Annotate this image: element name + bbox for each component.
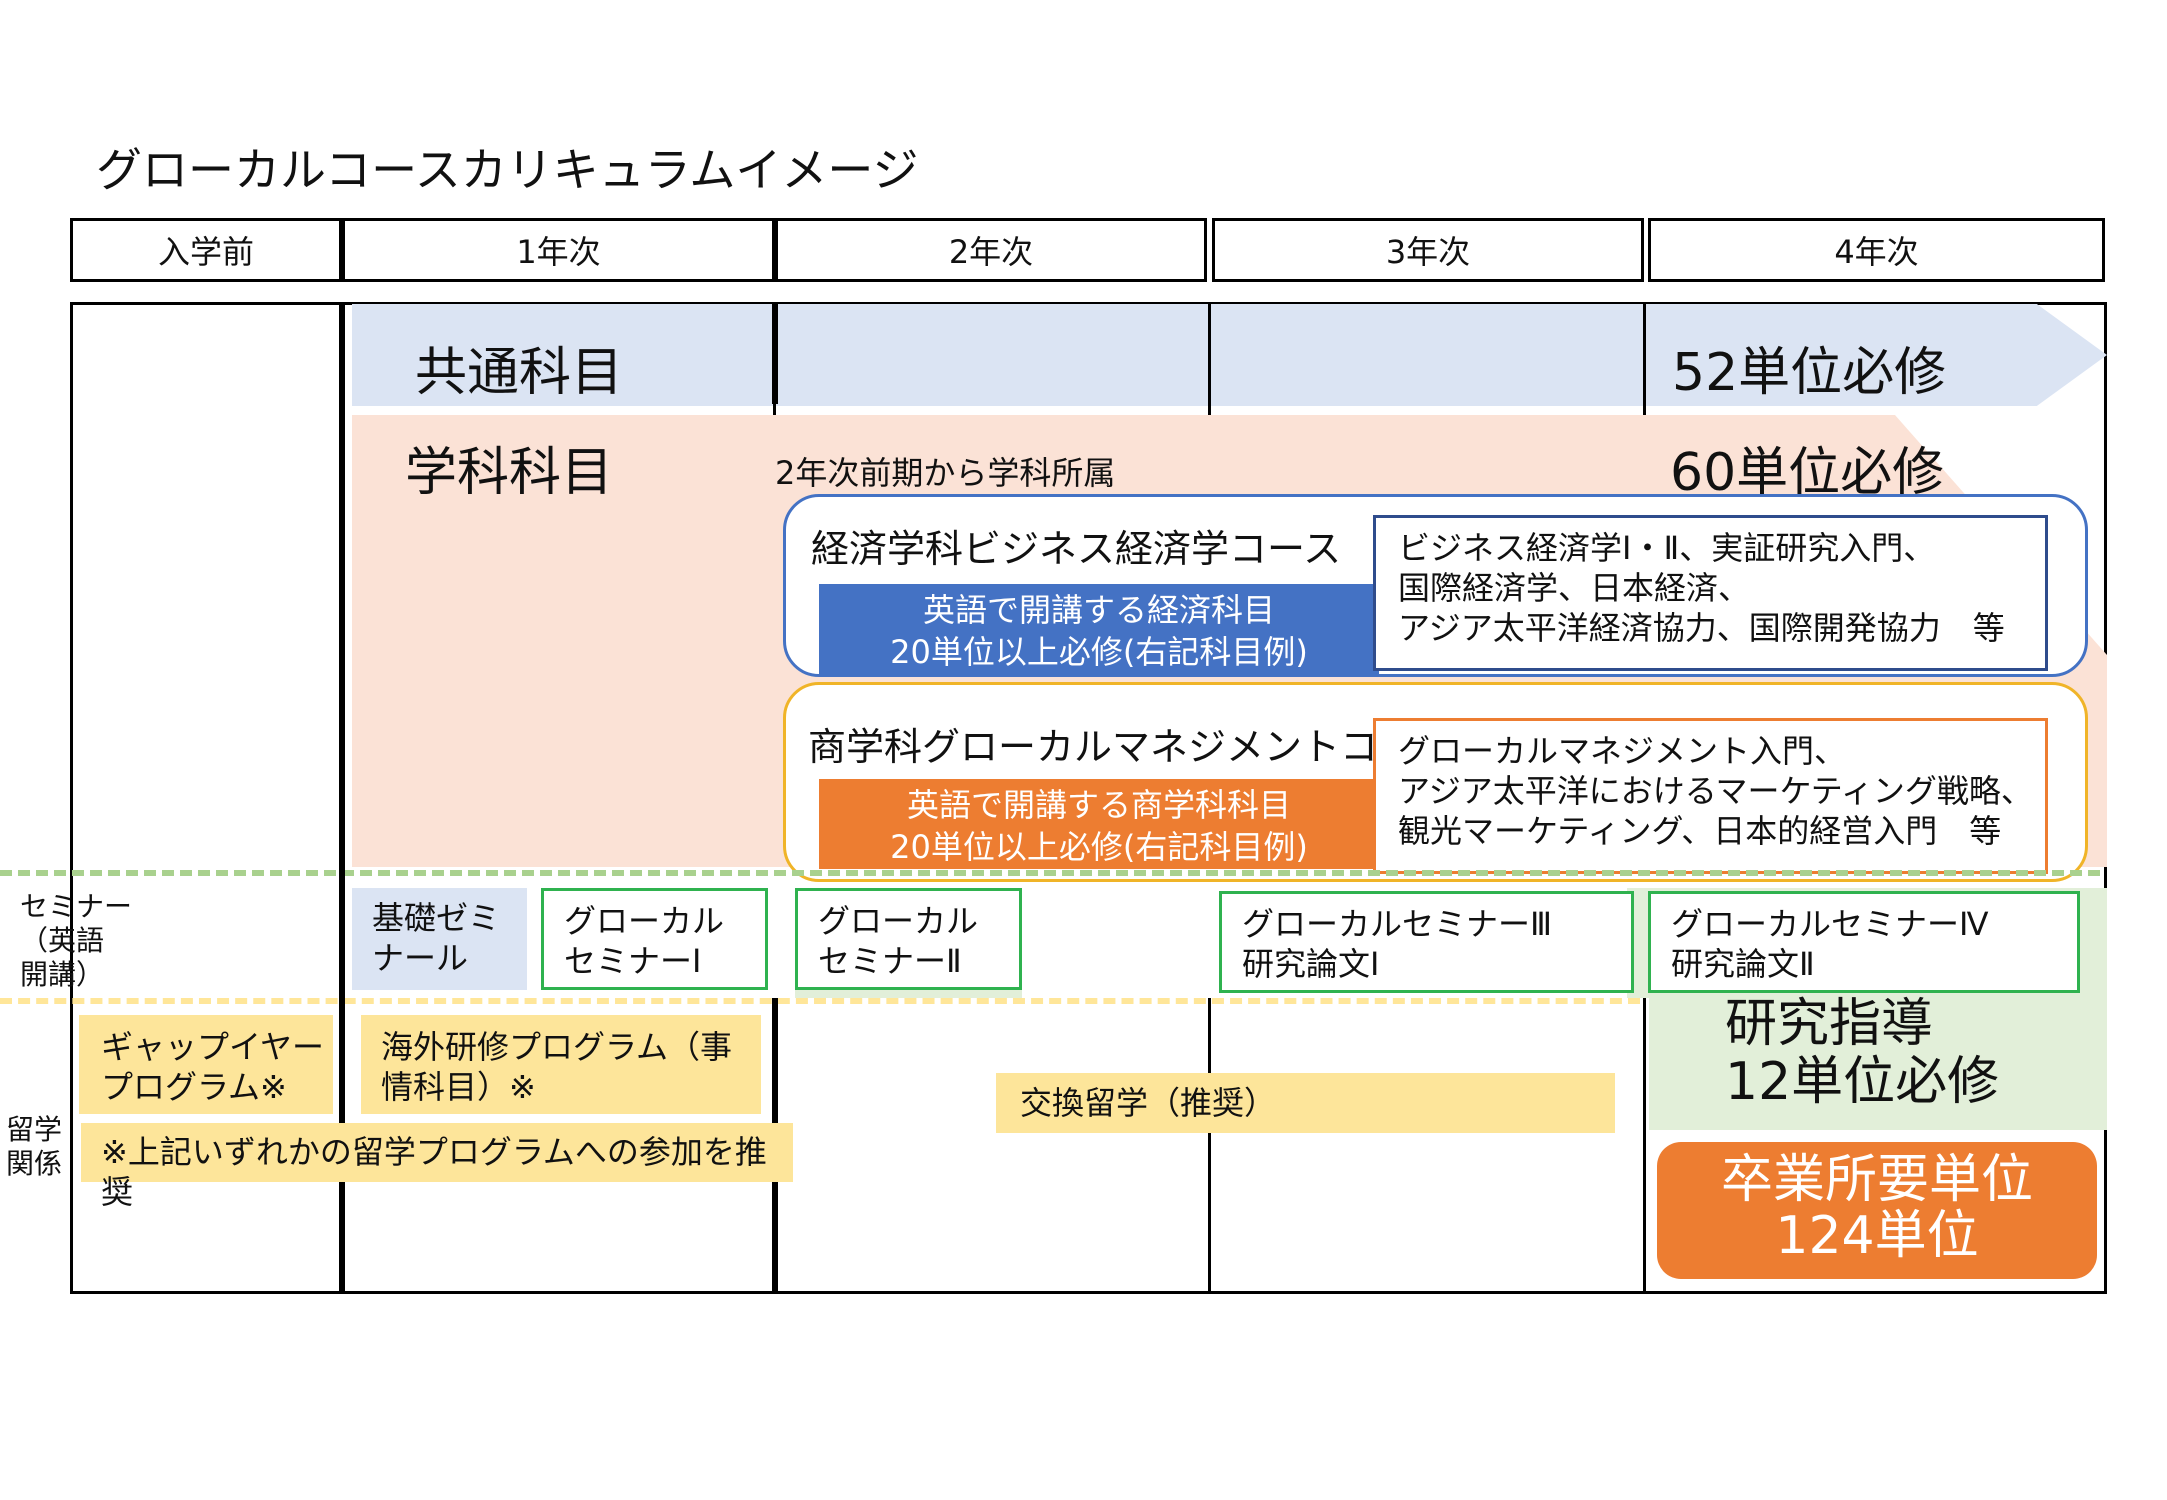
economics-subjects-line1: ビジネス経済学Ⅰ・Ⅱ、実証研究入門、 [1398,529,1936,567]
year-header-3: 3年次 [1212,218,1644,282]
seminar3-line1: グローカルセミナーⅢ [1242,905,1553,943]
glocal-seminar-4-box: グローカルセミナーⅣ 研究論文Ⅱ [1648,891,2080,993]
gap-year-program: ギャップイヤー プログラム※ [79,1015,333,1114]
gap-year-line1: ギャップイヤー [101,1028,325,1066]
commerce-subjects-line2: アジア太平洋におけるマーケティング戦略、 [1398,772,2033,810]
common-subjects-units: 52単位必修 [1672,343,1947,403]
divider-2-3-notch [1208,400,1211,415]
economics-english-requirement: 英語で開講する経済科目 20単位以上必修(右記科目例) [819,584,1379,674]
common-subjects-arrow [352,304,2107,406]
seminar-row-label: セミナー （英語 開講） [20,890,132,992]
year-header-2: 2年次 [775,218,1207,282]
exchange-study-program: 交換留学（推奨） [996,1073,1615,1133]
seminar-label-line3: 開講） [20,958,105,991]
seminar2-line2: セミナーⅡ [818,942,962,980]
commerce-subjects-line1: グローカルマネジメント入門、 [1398,732,1847,770]
overseas-training-program: 海外研修プログラム（事 情科目）※ [361,1015,761,1114]
economics-subject-examples: ビジネス経済学Ⅰ・Ⅱ、実証研究入門、 国際経済学、日本経済、 アジア太平洋経済協… [1373,515,2048,671]
divider-3-4-top [1643,302,1646,404]
seminar1-line2: セミナーⅠ [564,942,702,980]
gap-year-line2: プログラム※ [101,1068,287,1106]
commerce-subjects-line3: 観光マーケティング、日本的経営入門 等 [1398,812,2002,850]
economics-band-line1: 英語で開講する経済科目 [922,591,1275,629]
divider-3-4-bottom [1643,998,1646,1294]
economics-subjects-line3: アジア太平洋経済協力、国際開発協力 等 [1398,609,2005,647]
common-subjects-label: 共通科目 [415,343,624,403]
page-title: グローカルコースカリキュラムイメージ [96,143,919,197]
divider-1-2-notch [773,400,776,415]
basic-seminar-box: 基礎ゼミ ナール [352,888,527,990]
divider-3-4-notch [1643,400,1646,415]
seminar3-line2: 研究論文Ⅰ [1242,945,1380,983]
study-abroad-recommendation-note: ※上記いずれかの留学プログラムへの参加を推奨 [81,1123,793,1211]
commerce-band-line2: 20単位以上必修(右記科目例) [890,828,1308,866]
seminar1-line1: グローカル [564,902,725,940]
year-header-pre: 入学前 [70,218,342,282]
graduation-line2: 124単位 [1775,1206,1979,1266]
divider-1-2-top [772,302,778,404]
commerce-band-line1: 英語で開講する商学科科目 [906,786,1291,824]
department-subjects-label: 学科科目 [405,443,614,503]
seminar4-line2: 研究論文Ⅱ [1671,945,1815,983]
research-line1: 研究指導 [1725,994,1934,1054]
abroad-label-line2: 関係 [6,1147,63,1180]
economics-course-title: 経済学科ビジネス経済学コース [811,527,1342,571]
research-line2: 12単位必修 [1725,1052,2000,1112]
year-header-1: 1年次 [342,218,775,282]
seminar-label-line2: （英語 [20,924,105,957]
basic-seminar-line1: 基礎ゼミ [372,899,501,937]
year-header-4: 4年次 [1648,218,2105,282]
divider-2-3-bottom [1208,998,1211,1294]
divider-pre-1 [339,302,345,1294]
commerce-course-title: 商学科グローカルマネジメントコース [808,725,1453,769]
glocal-seminar-2-box: グローカル セミナーⅡ [795,888,1022,990]
economics-subjects-line2: 国際経済学、日本経済、 [1398,569,1751,607]
abroad-row-label: 留学 関係 [6,1113,62,1181]
glocal-seminar-1-box: グローカル セミナーⅠ [541,888,768,990]
graduation-requirement-badge: 卒業所要単位 124単位 [1657,1142,2097,1279]
glocal-seminar-3-box: グローカルセミナーⅢ 研究論文Ⅰ [1219,891,1634,993]
department-assignment-note: 2年次前期から学科所属 [775,454,1116,492]
seminar-label-line1: セミナー [20,890,133,923]
basic-seminar-line2: ナール [372,939,469,977]
abroad-label-line1: 留学 [6,1113,63,1146]
research-guidance-box: 研究指導 12単位必修 [1649,995,2107,1130]
seminar-top-dashed-line [0,870,2100,876]
graduation-line1: 卒業所要単位 [1720,1150,2033,1210]
divider-2-3-top [1208,302,1211,404]
overseas-line1: 海外研修プログラム（事 [381,1028,733,1066]
commerce-subject-examples: グローカルマネジメント入門、 アジア太平洋におけるマーケティング戦略、 観光マー… [1373,718,2048,874]
seminar2-line1: グローカル [818,902,979,940]
department-subjects-units: 60単位必修 [1670,443,1945,503]
seminar-bottom-dashed-line [0,998,1640,1004]
economics-band-line2: 20単位以上必修(右記科目例) [890,633,1308,671]
commerce-english-requirement: 英語で開講する商学科科目 20単位以上必修(右記科目例) [819,779,1379,869]
overseas-line2: 情科目）※ [381,1068,536,1106]
seminar4-line1: グローカルセミナーⅣ [1671,905,1989,943]
